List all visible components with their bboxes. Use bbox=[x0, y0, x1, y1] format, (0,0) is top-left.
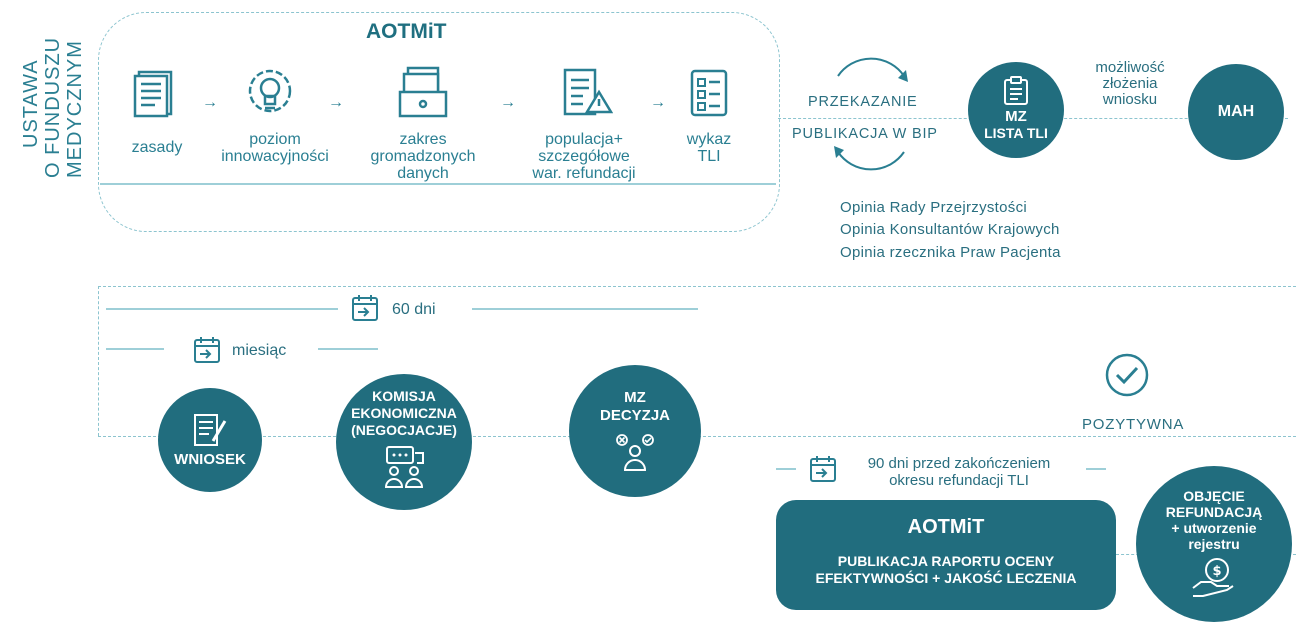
objecie-label: OBJĘCIE REFUNDACJĄ + utworzenie rejestru bbox=[1165, 488, 1263, 552]
document-icon bbox=[133, 70, 175, 118]
mz-decyzja-node: MZ DECYZJA bbox=[569, 365, 701, 497]
days90-label: 90 dni przed zakończeniem okresu refunda… bbox=[867, 455, 1051, 489]
lightbulb-gear-icon bbox=[243, 64, 297, 120]
step-arrow-3: → bbox=[500, 94, 516, 111]
aotmit-bottom-title: AOTMiT bbox=[907, 516, 985, 538]
month-label: miesiąc bbox=[232, 342, 287, 359]
opinion-3: Opinia rzecznika Praw Pacjenta bbox=[840, 244, 1061, 261]
file-drawer-icon bbox=[396, 66, 450, 120]
step-label-zakres: zakres gromadzonych danych bbox=[370, 131, 476, 182]
opinion-2: Opinia Konsultantów Krajowych bbox=[840, 221, 1060, 238]
svg-text:$: $ bbox=[1212, 564, 1221, 579]
days90-line-left bbox=[776, 468, 796, 470]
calendar-icon-month bbox=[192, 335, 222, 365]
aotmit-process-underline bbox=[100, 183, 776, 185]
days60-line-right bbox=[472, 308, 698, 310]
transfer-bottom-label: PUBLIKACJA W BIP bbox=[792, 126, 938, 142]
mah-node: MAH bbox=[1188, 64, 1284, 160]
step-arrow-1: → bbox=[202, 94, 218, 111]
days60-label: 60 dni bbox=[392, 301, 436, 318]
vertical-title-line-3: MEDYCZNYM bbox=[64, 40, 86, 178]
step-label-populacja: populacja+ szczegółowe war. refundacji bbox=[532, 131, 636, 182]
cycle-arrows-icon bbox=[826, 54, 916, 174]
transfer-top-label: PRZEKAZANIE bbox=[808, 94, 918, 110]
mz-lista-line1: MZ bbox=[1005, 107, 1027, 125]
aotmit-report-box: AOTMiT PUBLIKACJA RAPORTU OCENY EFEKTYWN… bbox=[776, 500, 1116, 610]
month-line-right bbox=[318, 348, 378, 350]
days90-line-right bbox=[1086, 468, 1106, 470]
pozytywna-label: POZYTYWNA bbox=[1082, 416, 1185, 433]
objecie-node: OBJĘCIE REFUNDACJĄ + utworzenie rejestru… bbox=[1136, 466, 1292, 622]
lower-dashed-frame-top bbox=[98, 286, 1296, 287]
opinion-1: Opinia Rady Przejrzystości bbox=[840, 199, 1028, 216]
mz-lista-line2: LISTA TLI bbox=[984, 124, 1048, 141]
vertical-title: USTAWA O FUNDUSZU MEDYCZNYM bbox=[20, 0, 90, 190]
komisja-node: KOMISJA EKONOMICZNA (NEGOCJACJE) bbox=[336, 374, 472, 510]
wniosek-node: WNIOSEK bbox=[158, 388, 262, 492]
aotmit-top-title: AOTMiT bbox=[366, 20, 447, 43]
komisja-label: KOMISJA EKONOMICZNA (NEGOCJACJE) bbox=[351, 388, 457, 438]
clipboard-icon bbox=[1003, 75, 1029, 106]
mah-label: MAH bbox=[1217, 103, 1255, 120]
step-label-wykaz: wykaz TLI bbox=[686, 131, 732, 165]
mz-decyzja-label: MZ DECYZJA bbox=[599, 389, 670, 424]
days60-line-left bbox=[106, 308, 338, 310]
step-label-zasady: zasady bbox=[131, 139, 183, 156]
calendar-icon-90 bbox=[808, 454, 838, 484]
check-circle-icon bbox=[1104, 352, 1150, 398]
vertical-title-line-1: USTAWA bbox=[20, 59, 42, 148]
aotmit-bottom-text: PUBLIKACJA RAPORTU OCENY EFEKTYWNOŚCI + … bbox=[815, 553, 1077, 586]
application-form-icon bbox=[191, 413, 229, 449]
mozliwosc-label: możliwość złożenia wniosku bbox=[1095, 59, 1165, 108]
mz-lista-tli-node: MZ LISTA TLI bbox=[968, 62, 1064, 158]
lower-dashed-frame-left bbox=[98, 286, 99, 436]
aotmit-process-box bbox=[98, 12, 780, 232]
vertical-title-line-2: O FUNDUSZU bbox=[42, 36, 64, 178]
decision-person-icon bbox=[613, 433, 657, 471]
checklist-icon bbox=[689, 68, 729, 118]
wniosek-label: WNIOSEK bbox=[174, 450, 246, 468]
checklist-warning-icon bbox=[561, 66, 613, 120]
calendar-icon-60 bbox=[350, 293, 380, 323]
negotiation-icon bbox=[381, 445, 427, 489]
step-arrow-2: → bbox=[328, 94, 344, 111]
step-arrow-4: → bbox=[650, 94, 666, 111]
step-label-poziom: poziom innowacyjności bbox=[221, 131, 329, 165]
month-line-left bbox=[106, 348, 164, 350]
money-hand-icon: $ bbox=[1191, 556, 1237, 600]
